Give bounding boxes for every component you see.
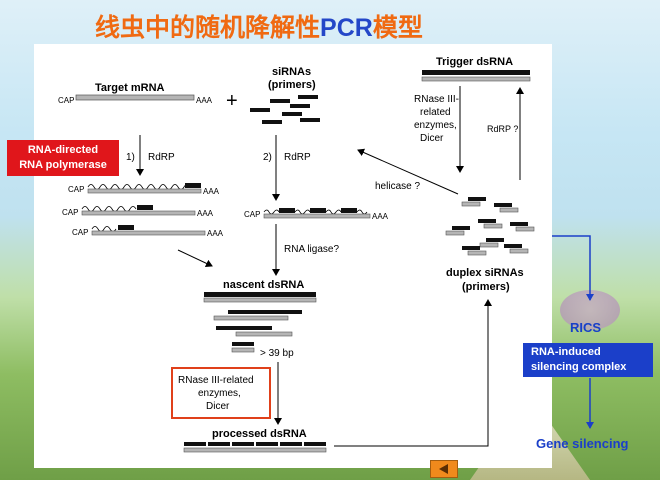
label-aaa: AAA — [196, 96, 213, 105]
ligase-template-group: CAP AAA — [244, 208, 389, 221]
risc-label: RNA-induced silencing complex — [523, 343, 653, 377]
plus-sign: + — [226, 90, 238, 112]
label-duplex-primers: (primers) — [462, 281, 510, 293]
svg-text:CAP: CAP — [68, 185, 84, 194]
rnase-box-line3: Dicer — [206, 401, 230, 412]
rnase-right-line1: RNase III- — [414, 94, 459, 105]
rnase-right-line2: related — [420, 107, 451, 118]
rnase-box-line2: enzymes, — [198, 388, 241, 399]
label-step2: 2) — [263, 152, 272, 163]
label-duplex-sirnas: duplex siRNAs — [446, 267, 524, 279]
label-rdrp-2: RdRP — [284, 152, 311, 163]
svg-text:CAP: CAP — [72, 228, 88, 237]
label-sirnas-primers: (primers) — [268, 79, 316, 91]
rna-polymerase-line2: RNA polymerase — [19, 159, 107, 171]
arrow-helicase — [357, 148, 459, 195]
rnase-right-line3: enzymes, — [414, 120, 457, 131]
label-processed-dsrna: processed dsRNA — [212, 428, 307, 440]
label-rna-ligase: RNA ligase? — [284, 244, 339, 255]
rna-polymerase-label: RNA-directed RNA polymerase — [7, 140, 119, 176]
arrow-to-rics — [552, 235, 594, 301]
label-sirnas: siRNAs — [272, 66, 311, 78]
svg-text:AAA: AAA — [197, 209, 214, 218]
svg-text:AAA: AAA — [203, 187, 220, 196]
label-cap: CAP — [58, 96, 74, 105]
trigger-dsrna-strand — [422, 70, 530, 75]
label-rdrp-q: RdRP ? — [487, 124, 518, 134]
back-arrow-icon[interactable] — [430, 460, 458, 478]
trigger-dsrna-antisense — [421, 76, 531, 82]
title-chinese: 线虫中的随机降解性 — [95, 13, 321, 42]
label-step1: 1) — [126, 152, 135, 163]
sirna-primers-group — [250, 95, 320, 124]
svg-text:AAA: AAA — [207, 229, 224, 238]
diagram-svg: Target mRNA CAP AAA + siRNAs (primers) 1… — [58, 56, 535, 453]
gene-silencing-label: Gene silencing — [536, 436, 629, 451]
label-helicase: helicase ? — [375, 181, 420, 192]
rnase-box-line1: RNase III-related — [178, 375, 254, 386]
svg-text:CAP: CAP — [62, 208, 78, 217]
risc-line1: RNA-induced — [531, 346, 601, 358]
title-suffix: 模型 — [372, 13, 423, 42]
label-target-mrna: Target mRNA — [95, 82, 165, 94]
nascent-dsrna-group — [203, 292, 317, 353]
rics-label: RICS — [570, 320, 602, 335]
title-pcr: PCR — [320, 14, 373, 42]
risc-line2: silencing complex — [531, 361, 627, 373]
rdrp-products-group: CAP AAA CAP AAA CAP AAA — [62, 183, 224, 238]
arrow-to-nascent — [177, 249, 213, 268]
duplex-sirnas-group — [445, 197, 535, 256]
slide-title: 线虫中的随机降解性PCR模型 — [95, 8, 423, 44]
rna-polymerase-line1: RNA-directed — [27, 144, 99, 156]
label-gt39bp: > 39 bp — [260, 348, 294, 359]
rnase-right-line4: Dicer — [420, 133, 444, 144]
label-rdrp-1: RdRP — [148, 152, 175, 163]
svg-text:AAA: AAA — [372, 212, 389, 221]
label-nascent-dsrna: nascent dsRNA — [223, 279, 304, 291]
svg-text:CAP: CAP — [244, 210, 260, 219]
arrow-loop-to-duplex — [334, 299, 492, 447]
rnase-box — [171, 367, 271, 419]
label-trigger-dsrna: Trigger dsRNA — [436, 56, 513, 68]
processed-dsrna-group — [183, 442, 327, 453]
diagram-panel: Target mRNA CAP AAA + siRNAs (primers) 1… — [34, 44, 552, 468]
target-mrna-strand — [75, 94, 195, 101]
